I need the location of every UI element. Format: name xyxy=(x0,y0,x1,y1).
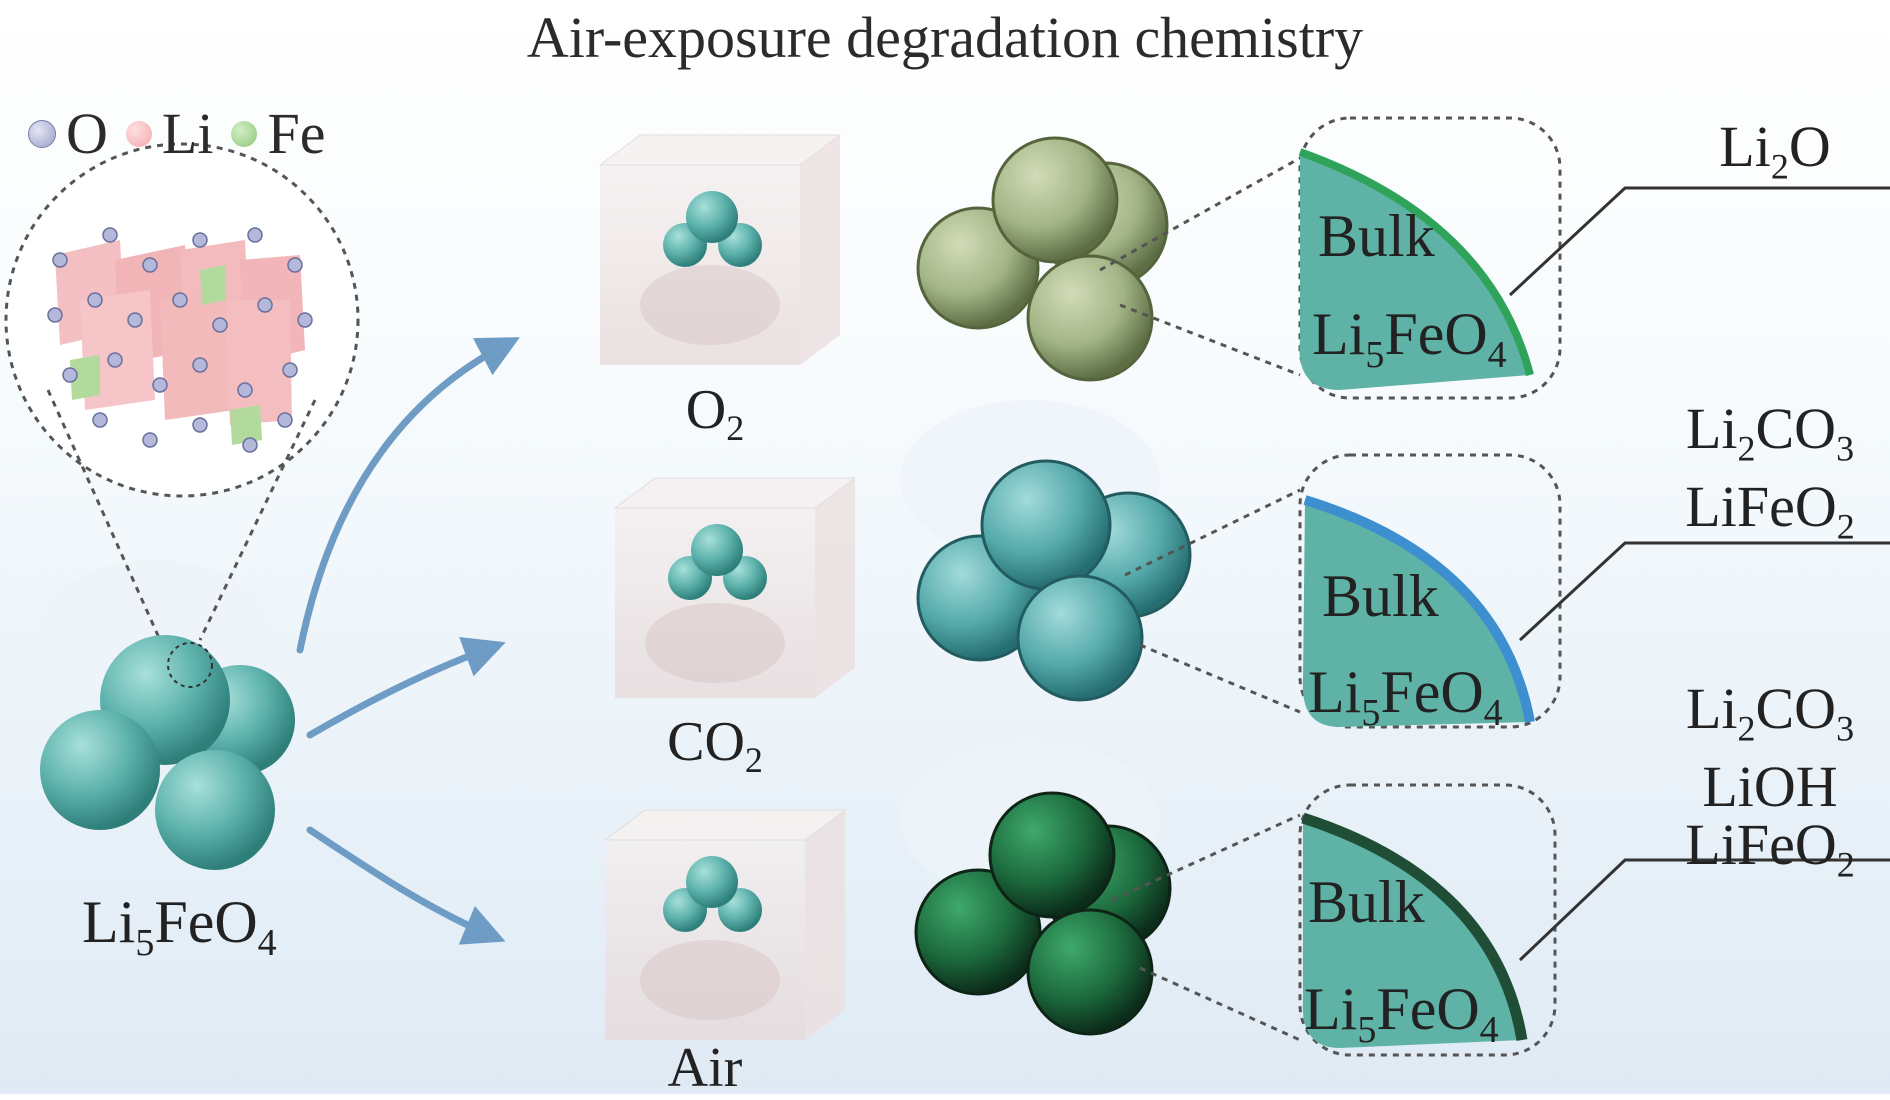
reaction-arrows xyxy=(296,337,520,945)
legend-item-li: Li xyxy=(125,100,214,167)
products-o2: Li2O xyxy=(1660,118,1890,196)
legend-label-li: Li xyxy=(161,101,214,166)
legend-dot-li xyxy=(125,120,152,147)
diagram-title: Air-exposure degradation chemistry xyxy=(526,5,1364,70)
zoom-air xyxy=(1111,783,1557,1057)
reaction-boxes xyxy=(598,134,857,1040)
product-formula: Li2CO3 xyxy=(1685,676,1855,749)
legend-item-fe: Fe xyxy=(231,100,325,167)
particles-air xyxy=(914,791,1172,1036)
crystal-structure-inset xyxy=(4,142,360,498)
legend-label-o: O xyxy=(66,101,108,166)
legend-dot-fe xyxy=(231,120,258,147)
element-legend: O Li Fe xyxy=(28,100,343,167)
gas-label-co2: CO2 xyxy=(667,711,763,781)
zoom-o2 xyxy=(1099,116,1562,400)
legend-item-o: O xyxy=(28,100,108,167)
starting-material-label: Li5FeO4 xyxy=(82,889,277,964)
product-formula: LiOH xyxy=(1702,753,1838,819)
bulk-formula-air: Li5FeO4 xyxy=(1304,976,1499,1051)
legend-label-fe: Fe xyxy=(267,101,326,166)
particles-co2 xyxy=(916,459,1192,702)
bulk-formula-o2: Li5FeO4 xyxy=(1312,301,1507,376)
bulk-formula-co2: Li5FeO4 xyxy=(1308,659,1503,734)
product-formula: LiFeO2 xyxy=(1685,473,1855,547)
zoom-co2 xyxy=(1124,453,1562,729)
bulk-label-air: Bulk xyxy=(1308,869,1425,935)
product-formula: Li2CO3 xyxy=(1685,396,1855,469)
gas-label-air: Air xyxy=(667,1037,743,1099)
starting-particles xyxy=(40,635,295,870)
bulk-label-co2: Bulk xyxy=(1322,563,1439,629)
gas-label-o2: O2 xyxy=(685,379,745,449)
product-formula: LiFeO2 xyxy=(1685,811,1855,885)
bulk-label-o2: Bulk xyxy=(1318,203,1435,269)
legend-dot-o xyxy=(28,119,56,148)
particles-o2 xyxy=(916,136,1169,382)
product-formula: Li2O xyxy=(1719,114,1831,187)
